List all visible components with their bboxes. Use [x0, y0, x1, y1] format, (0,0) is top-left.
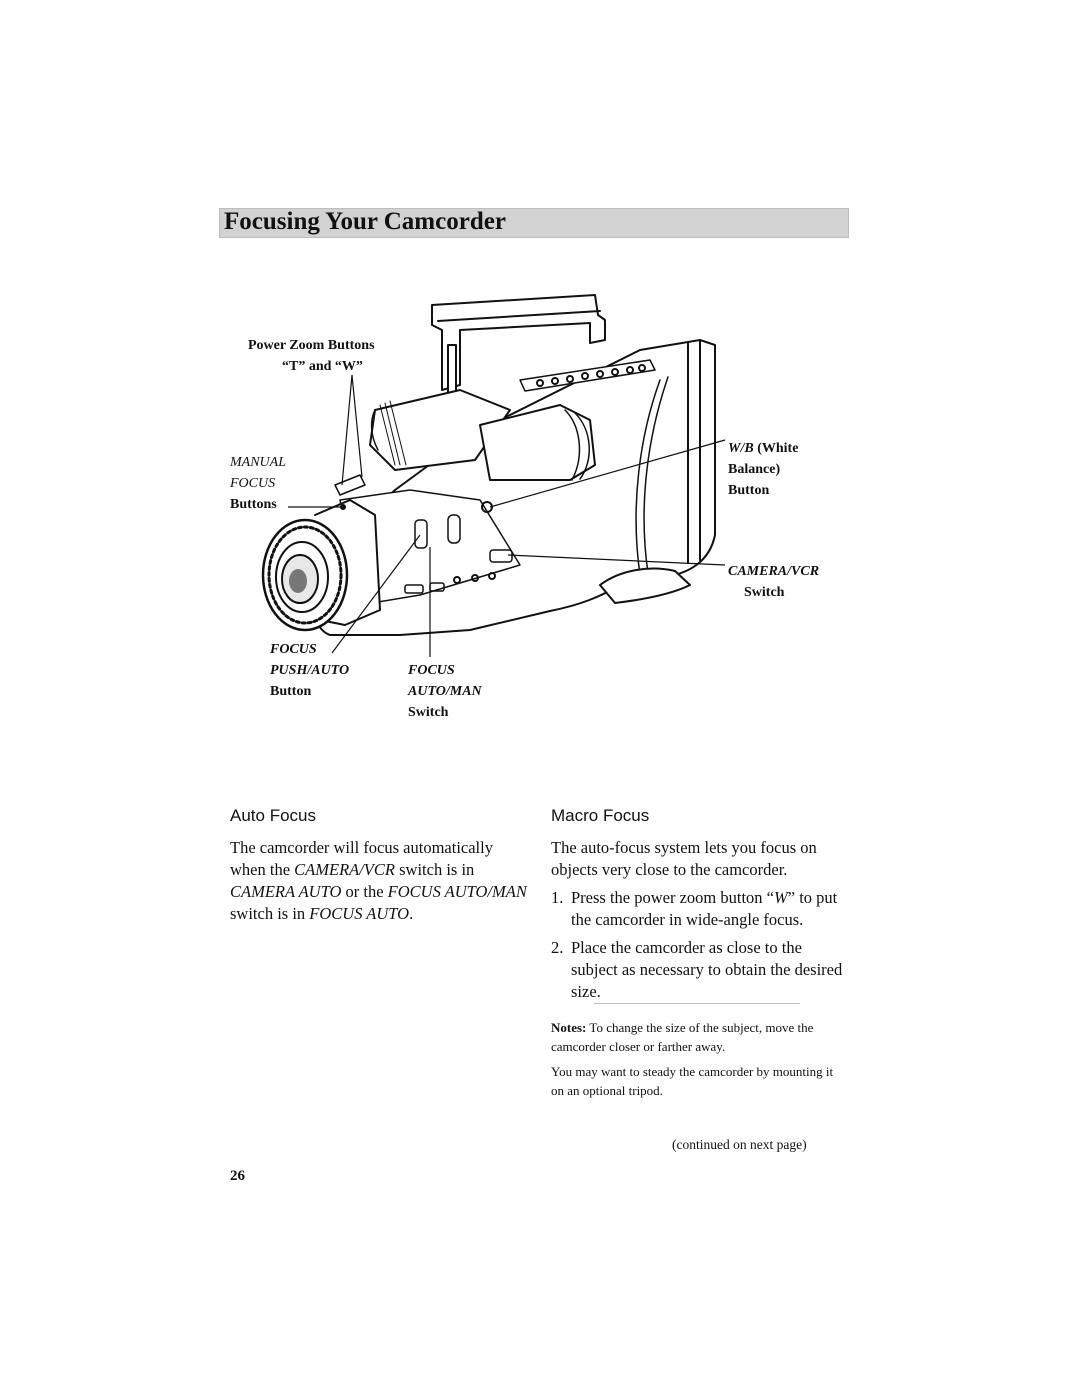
auto-focus-text-7: switch is in [230, 904, 310, 923]
auto-man-switch-label: Switch [408, 705, 449, 720]
page-title: Focusing Your Camcorder [224, 208, 506, 235]
note-1: Notes: To change the size of the subject… [551, 1018, 841, 1056]
auto-focus-text-2: CAMERA/VCR [294, 860, 395, 879]
auto-focus-text-4: CAMERA AUTO [230, 882, 342, 901]
auto-focus-text-6: FOCUS AUTO/MAN [387, 882, 527, 901]
wb-label-2: Balance) [728, 462, 781, 477]
push-button-label: Button [270, 684, 312, 699]
zoom-buttons-label-1: Power Zoom Buttons [248, 338, 375, 353]
wb-label-1: W/B (White [728, 438, 798, 459]
focus-label: FOCUS [230, 476, 276, 491]
step-1-text-b: W [774, 888, 788, 907]
note-1-text: To change the size of the subject, move … [551, 1020, 814, 1054]
wb-italic: W/B [728, 441, 754, 456]
title-bar: Focusing Your Camcorder [219, 208, 849, 238]
wb-label-3: Button [728, 483, 770, 498]
push-auto-label: PUSH/AUTO [270, 663, 350, 678]
macro-focus-intro: The auto-focus system lets you focus on … [551, 838, 817, 879]
auto-focus-text-8: FOCUS AUTO [309, 904, 410, 923]
step-2-text: Place the camcorder as close to the subj… [571, 938, 843, 1001]
macro-focus-section: Macro Focus The auto-focus system lets y… [551, 805, 851, 1009]
manual-label: MANUAL [230, 455, 286, 470]
auto-focus-text: The camcorder will focus automatically w… [230, 837, 530, 925]
buttons-label: Buttons [230, 497, 277, 512]
auto-focus-text-3: switch is in [394, 860, 475, 879]
auto-man-focus-label: FOCUS [408, 663, 455, 678]
note-2: You may want to steady the camcorder by … [551, 1064, 834, 1098]
macro-focus-steps: 1. Press the power zoom button “W” to pu… [551, 887, 851, 1003]
zoom-buttons-label-2: “T” and “W” [282, 359, 363, 374]
auto-focus-heading: Auto Focus [230, 806, 316, 825]
camcorder-figure: Power Zoom Buttons “T” and “W” MANUAL FO… [220, 285, 850, 725]
continued-note: (continued on next page) [672, 1137, 807, 1152]
auto-focus-text-9: . [409, 904, 414, 923]
camcorder-illustration [261, 294, 726, 657]
wb-white: (White [757, 441, 799, 456]
page-number: 26 [230, 1168, 245, 1184]
camera-vcr-label: CAMERA/VCR [728, 564, 820, 579]
push-focus-label: FOCUS [270, 642, 317, 657]
macro-step-1: 1. Press the power zoom button “W” to pu… [551, 887, 851, 931]
auto-man-label: AUTO/MAN [408, 684, 482, 699]
auto-focus-text-1: The camcorder will focus automatically w… [230, 838, 493, 879]
auto-focus-section: Auto Focus The camcorder will focus auto… [230, 805, 530, 925]
step-number: 2. [551, 938, 564, 957]
auto-focus-text-5: or the [341, 882, 388, 901]
macro-focus-heading: Macro Focus [551, 806, 650, 825]
step-number: 1. [551, 888, 564, 907]
notes-section: Notes: To change the size of the subject… [551, 1018, 841, 1106]
step-1-text-a: Press the power zoom button “ [571, 888, 775, 907]
notes-label: Notes: [551, 1020, 587, 1035]
step-1-text-c: ” to put the camcorder in wide-angle foc… [571, 888, 838, 929]
macro-step-2: 2. Place the camcorder as close to the s… [551, 937, 851, 1003]
notes-divider [594, 1003, 800, 1004]
camera-vcr-switch-label: Switch [744, 585, 785, 600]
